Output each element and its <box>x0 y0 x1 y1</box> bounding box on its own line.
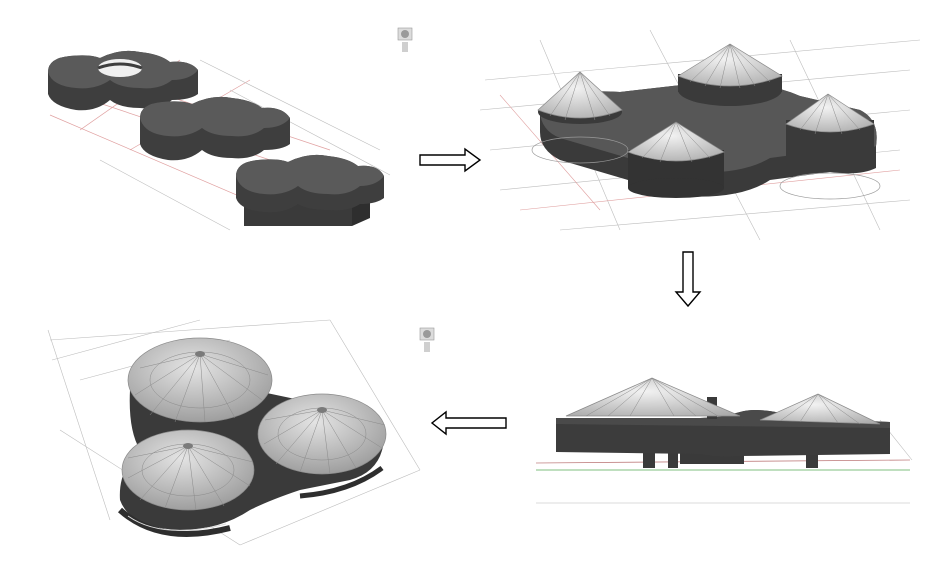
massing-slab-on-plinth <box>236 154 384 226</box>
view-cube-icon-lower[interactable] <box>419 327 435 352</box>
glass-dome-right <box>257 393 387 475</box>
cone-roof-left <box>537 71 623 124</box>
grid-lines-grey <box>99 59 391 231</box>
perimeter-rings <box>117 465 384 537</box>
glass-dome-upper-left <box>127 337 273 423</box>
glass-dome-lower-left <box>121 429 255 511</box>
massing-slab <box>140 96 290 161</box>
cone-roof-right <box>785 93 875 164</box>
panel-massing-study <box>48 27 413 231</box>
panel-four-cone-roof-model <box>479 29 921 241</box>
flow-arrow-down <box>674 251 702 308</box>
flow-arrow-left <box>430 410 507 436</box>
cone-roof-front <box>627 121 725 198</box>
ground-outline <box>531 136 881 200</box>
cone-roof-left-elevation <box>565 377 741 417</box>
cone-roof-right-elevation <box>759 393 881 425</box>
massing-slab-with-void <box>48 50 198 111</box>
cone-roof-back <box>677 43 783 106</box>
flow-arrow-right <box>419 147 482 173</box>
panel-side-elevation-render <box>535 377 913 504</box>
view-cube-icon[interactable] <box>397 27 413 52</box>
panel-three-dome-model <box>47 319 435 546</box>
